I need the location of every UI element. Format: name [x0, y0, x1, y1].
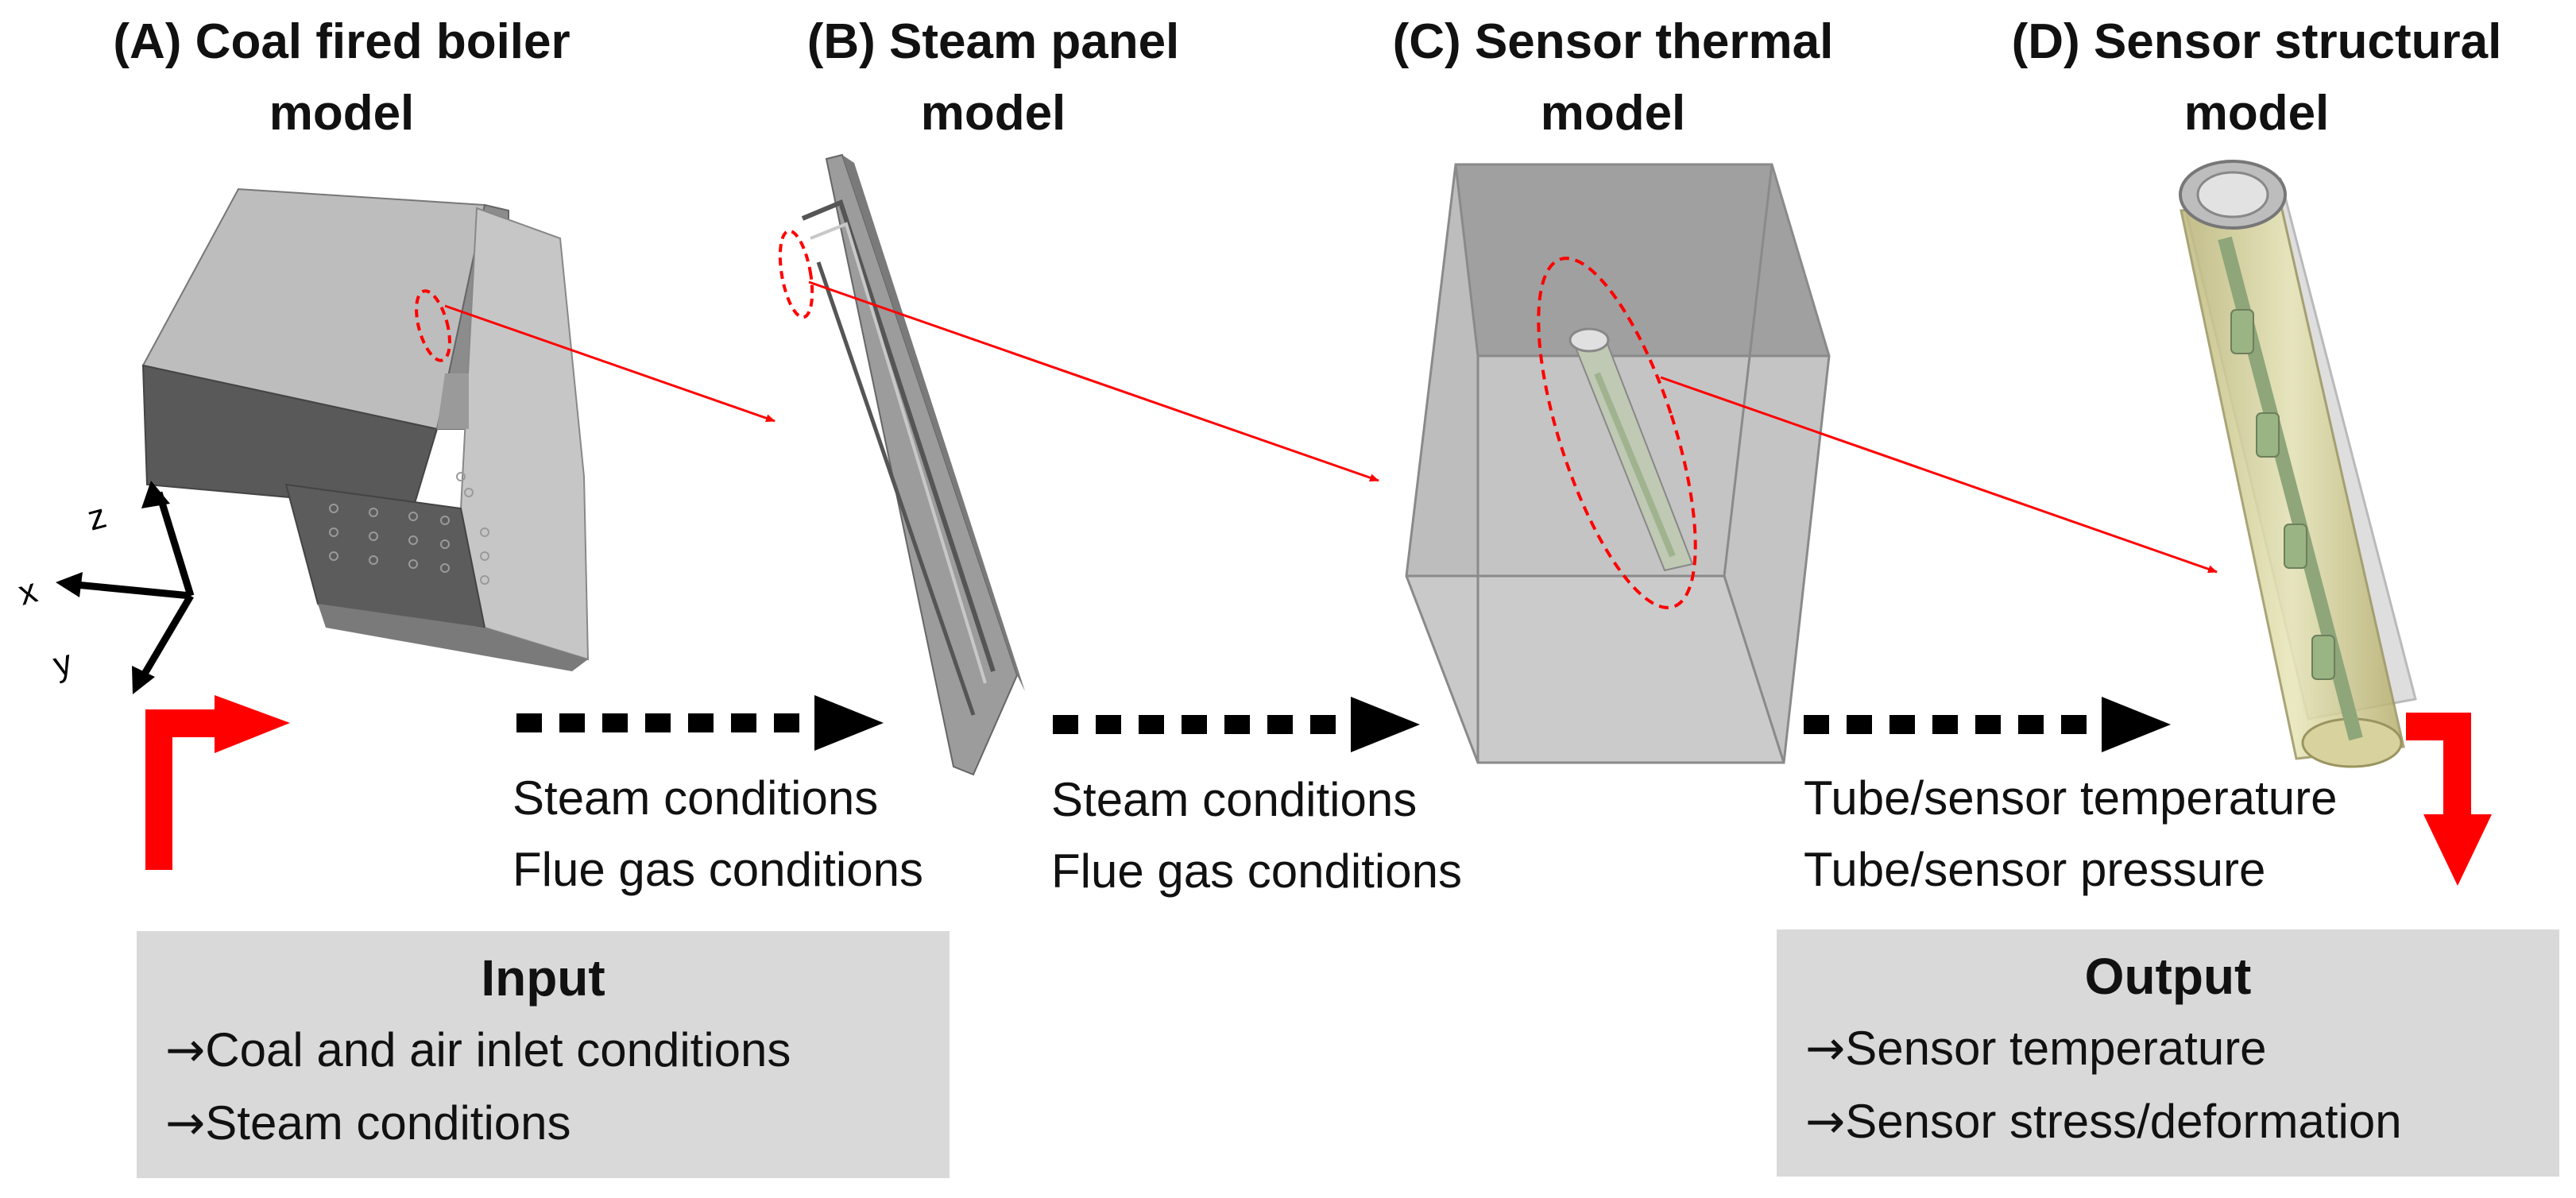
- transfer-label-cd: Tube/sensor temperature Tube/sensor pres…: [1804, 763, 2337, 906]
- panel-title-a: (A) Coal fired boiler model: [48, 6, 636, 149]
- panel-label-d: (D): [2011, 14, 2080, 69]
- panel-title-c-line2: model: [1540, 86, 1686, 141]
- input-item: →Steam conditions: [137, 1087, 950, 1160]
- output-box: Output →Sensor temperature →Sensor stres…: [1777, 929, 2559, 1177]
- transfer-cd-line2: Tube/sensor pressure: [1804, 843, 2266, 896]
- right-arrow-icon: →: [165, 1022, 206, 1078]
- panel-title-d-line2: model: [2183, 86, 2330, 141]
- transfer-ab-line1: Steam conditions: [512, 771, 879, 825]
- panel-title-b-line2: model: [920, 86, 1066, 141]
- transfer-cd-line1: Tube/sensor temperature: [1804, 771, 2338, 825]
- output-item: →Sensor temperature: [1777, 1012, 2559, 1085]
- output-heading: Output: [2084, 948, 2252, 1005]
- output-item: →Sensor stress/deformation: [1777, 1085, 2559, 1158]
- axis-label-x: x: [14, 571, 41, 613]
- sensor-thermal-model: [1405, 163, 1831, 764]
- axis-label-z: z: [83, 497, 110, 539]
- panel-title-b: (B) Steam panel model: [715, 6, 1271, 149]
- axis-triad: [56, 481, 195, 694]
- zoom-connectors: [444, 280, 2218, 574]
- input-box: Input →Coal and air inlet conditions →St…: [137, 931, 950, 1178]
- output-item-label: Sensor temperature: [1845, 1022, 2267, 1075]
- panel-label-c: (C): [1392, 14, 1461, 69]
- panel-title-c: (C) Sensor thermal model: [1311, 6, 1915, 149]
- right-arrow-icon: →: [1805, 1021, 1846, 1076]
- panel-title-a-line2: model: [269, 86, 415, 141]
- input-bent-arrow: [145, 695, 290, 870]
- panel-title-d-line1: Sensor structural: [2093, 14, 2502, 69]
- panel-title-b-line1: Steam panel: [889, 14, 1180, 69]
- output-item-label: Sensor stress/deformation: [1845, 1095, 2402, 1148]
- right-arrow-icon: →: [165, 1096, 206, 1151]
- flow-arrows: [516, 695, 2171, 752]
- transfer-ab-line2: Flue gas conditions: [512, 843, 923, 896]
- panel-title-a-line1: Coal fired boiler: [195, 14, 571, 69]
- panel-label-b: (B): [806, 14, 876, 69]
- transfer-label-bc: Steam conditions Flue gas conditions: [1051, 764, 1462, 907]
- input-item: →Coal and air inlet conditions: [137, 1014, 950, 1087]
- transfer-label-ab: Steam conditions Flue gas conditions: [512, 763, 923, 906]
- transfer-bc-line1: Steam conditions: [1051, 773, 1418, 826]
- panel-title-d: (D) Sensor structural model: [1947, 6, 2566, 149]
- axis-label-y: y: [49, 643, 76, 685]
- steam-panel-model: [778, 153, 1025, 776]
- input-heading: Input: [481, 949, 605, 1007]
- sensor-structural-model: [2179, 160, 2417, 768]
- output-bent-arrow: [2406, 713, 2492, 886]
- input-item-label: Coal and air inlet conditions: [205, 1023, 791, 1076]
- boiler-model: [141, 187, 590, 671]
- panel-title-c-line1: Sensor thermal: [1474, 14, 1834, 69]
- panel-label-a: (A): [113, 14, 182, 69]
- transfer-bc-line2: Flue gas conditions: [1051, 844, 1462, 898]
- right-arrow-icon: →: [1805, 1094, 1846, 1150]
- input-item-label: Steam conditions: [205, 1096, 571, 1150]
